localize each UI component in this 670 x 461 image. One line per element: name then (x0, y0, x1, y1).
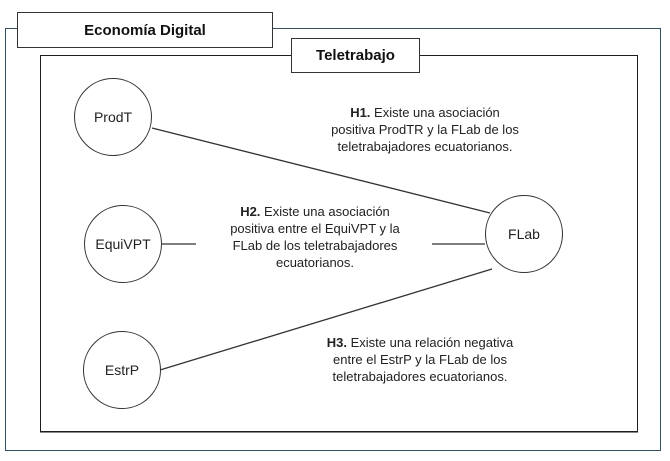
economia-digital-title: Economía Digital (84, 21, 206, 39)
h2-line-4: ecuatorianos. (275, 255, 355, 270)
node-estrp: EstrP (83, 331, 161, 409)
teletrabajo-title-box: Teletrabajo (291, 38, 420, 73)
h3-line-2: entre el EstrP y la FLab de los (333, 352, 507, 367)
node-equivpt-label: EquiVPT (95, 236, 151, 252)
h3-id: H3. (326, 335, 347, 350)
h3-line-1: Existe una relación negativa (350, 335, 514, 350)
h1-id: H1. (350, 105, 371, 120)
economia-digital-title-box: Economía Digital (17, 12, 273, 48)
node-prodt-label: ProdT (93, 109, 133, 125)
h2-line-1: Existe una asociación (264, 204, 390, 219)
node-flab-label: FLab (508, 226, 540, 242)
hypothesis-h3: H3. Existe una relación negativa entre e… (300, 334, 540, 385)
hypothesis-h2: H2. Existe una asociación positiva entre… (199, 203, 431, 271)
node-equivpt: EquiVPT (84, 205, 162, 283)
h2-line-3: FLab de los teletrabajadores (232, 238, 398, 253)
h2-id: H2. (240, 204, 261, 219)
node-prodt: ProdT (74, 78, 152, 156)
h1-line-1: Existe una asociación (374, 105, 500, 120)
node-estrp-label: EstrP (104, 362, 140, 378)
h1-connector (151, 127, 491, 214)
h1-line-3: teletrabajadores ecuatorianos. (337, 139, 513, 154)
h2-line-2: positiva entre el EquiVPT y la (230, 221, 400, 236)
node-flab: FLab (485, 195, 563, 273)
h3-line-3: teletrabajadores ecuatorianos. (332, 369, 508, 384)
teletrabajo-title: Teletrabajo (316, 47, 395, 64)
economia-digital-frame (5, 28, 661, 451)
h1-line-2: positiva ProdTR y la FLab de los (331, 122, 519, 137)
h3-connector (159, 268, 493, 371)
hypothesis-h1: H1. Existe una asociación positiva ProdT… (300, 104, 550, 155)
